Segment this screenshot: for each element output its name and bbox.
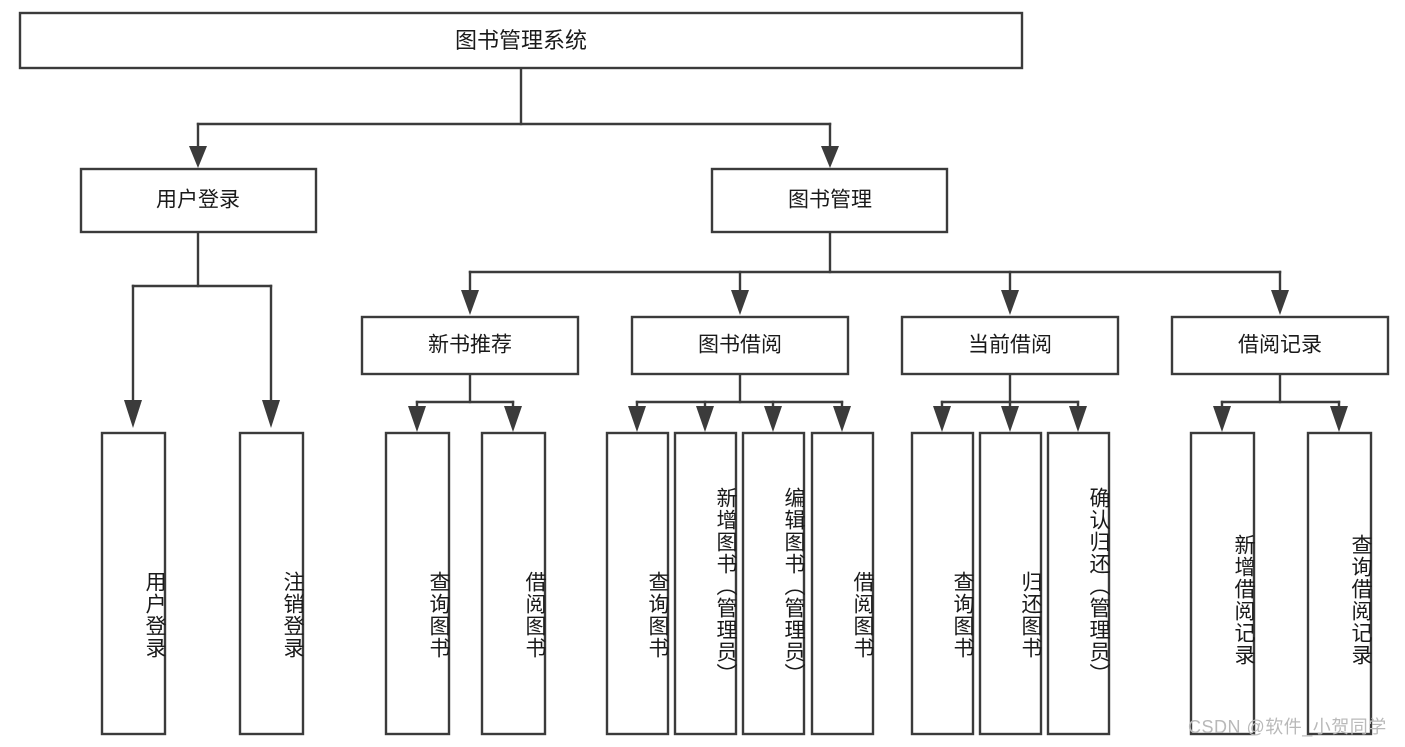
leaf-box-br-borrow[interactable]	[810, 431, 875, 736]
leaf-box-user-login[interactable]	[100, 431, 167, 736]
leaf-box-br-add[interactable]	[673, 431, 738, 736]
leaf-box-br-query[interactable]	[605, 431, 670, 736]
arrow-head-cu-3	[1069, 406, 1087, 432]
node-new-book-recommend-label: 新书推荐	[428, 334, 512, 357]
node-book-borrow[interactable]: 图书借阅	[630, 315, 850, 376]
leaf-box-br-edit[interactable]	[741, 431, 806, 736]
arrow-head-user-2	[262, 400, 280, 428]
arrow-head-cu-2	[1001, 406, 1019, 432]
arrow-head-user-1	[124, 400, 142, 428]
arrow-head-bm-3	[1001, 290, 1019, 315]
leaf-box-nb-borrow[interactable]	[480, 431, 547, 736]
leaf-box-rc-add[interactable]	[1189, 431, 1256, 736]
connector-group-borrow	[628, 372, 851, 432]
node-user-login[interactable]: 用户登录	[79, 167, 318, 234]
node-book-manage-box[interactable]	[710, 167, 949, 234]
connector-group-user-login	[124, 230, 280, 428]
connector-group-record	[1213, 372, 1348, 432]
arrow-head-br-3	[764, 406, 782, 432]
arrow-head-root-1	[189, 146, 207, 168]
node-user-login-box[interactable]	[79, 167, 318, 234]
node-root-label: 图书管理系统	[455, 28, 587, 53]
node-current-borrow-box[interactable]	[900, 315, 1120, 376]
node-new-book-recommend-box[interactable]	[360, 315, 580, 376]
node-user-login-label: 用户登录	[156, 189, 240, 212]
node-borrow-record-label: 借阅记录	[1238, 334, 1322, 357]
arrow-head-bm-1	[461, 290, 479, 315]
leaf-box-cu-return[interactable]	[978, 431, 1043, 736]
leaf-box-cu-query[interactable]	[910, 431, 975, 736]
node-borrow-record[interactable]: 借阅记录	[1170, 315, 1390, 376]
leaf-box-logout[interactable]	[238, 431, 305, 736]
leaf-boxes	[100, 431, 1373, 736]
arrow-head-bm-4	[1271, 290, 1289, 315]
arrow-head-rc-2	[1330, 406, 1348, 432]
arrow-head-nb-2	[504, 406, 522, 432]
arrow-head-br-2	[696, 406, 714, 432]
arrow-head-br-4	[833, 406, 851, 432]
connector-group-book-manage	[461, 230, 1289, 315]
node-new-book-recommend[interactable]: 新书推荐	[360, 315, 580, 376]
node-book-manage-label: 图书管理	[788, 189, 872, 212]
arrow-head-br-1	[628, 406, 646, 432]
connector-group-root	[189, 66, 839, 168]
watermark-text: CSDN @软件_小贺同学	[1188, 717, 1387, 737]
arrow-head-bm-2	[731, 290, 749, 315]
leaf-box-nb-query[interactable]	[384, 431, 451, 736]
connector-group-current	[933, 372, 1087, 432]
node-root[interactable]: 图书管理系统	[18, 11, 1024, 70]
node-current-borrow-label: 当前借阅	[968, 334, 1052, 357]
arrow-head-rc-1	[1213, 406, 1231, 432]
leaf-box-rc-query[interactable]	[1306, 431, 1373, 736]
node-borrow-record-box[interactable]	[1170, 315, 1390, 376]
node-book-borrow-box[interactable]	[630, 315, 850, 376]
node-book-manage[interactable]: 图书管理	[710, 167, 949, 234]
arrow-head-root-2	[821, 146, 839, 168]
arrow-head-nb-1	[408, 406, 426, 432]
node-current-borrow[interactable]: 当前借阅	[900, 315, 1120, 376]
leaf-box-cu-confirm[interactable]	[1046, 431, 1111, 736]
node-root-box[interactable]	[18, 11, 1024, 70]
connector-group-new-book	[408, 372, 522, 432]
arrow-head-cu-1	[933, 406, 951, 432]
node-book-borrow-label: 图书借阅	[698, 334, 782, 357]
